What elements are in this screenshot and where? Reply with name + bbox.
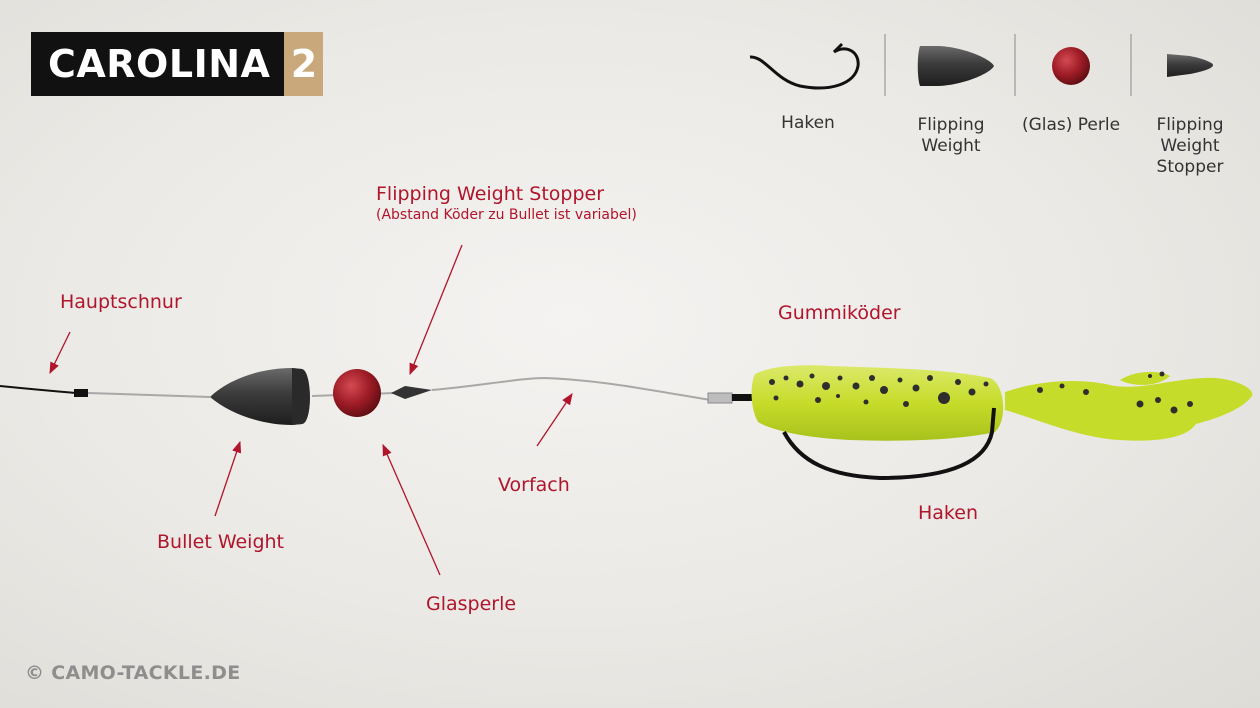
label-bead: Glasperle <box>426 593 517 615</box>
arrow-bullet <box>214 440 242 517</box>
label-stopper: Flipping Weight Stopper <box>376 183 605 205</box>
arrow-stopper <box>409 244 463 376</box>
label-stopper-note: (Abstand Köder zu Bullet ist variabel) <box>376 207 637 223</box>
hook-eye <box>732 394 756 401</box>
legend-hook-icon <box>749 42 860 90</box>
swivel <box>74 389 88 397</box>
label-soft-bait: Gummiköder <box>778 302 901 324</box>
label-main-line: Hauptschnur <box>60 291 182 313</box>
copyright: © CAMO-TACKLE.DE <box>25 662 241 684</box>
legend-flipping-weight-icon <box>917 46 994 86</box>
stopper <box>391 386 432 399</box>
soft-bait <box>751 365 1253 441</box>
legend-hook-label: Haken <box>781 113 835 133</box>
label-bullet-weight: Bullet Weight <box>157 531 285 553</box>
title-number: 2 <box>284 32 324 96</box>
title-text: CAROLINA <box>31 32 285 96</box>
bullet-weight <box>210 368 310 425</box>
glass-bead <box>333 369 381 417</box>
hook-bend <box>782 407 996 481</box>
legend-bead-icon <box>1052 47 1090 85</box>
line-wrap <box>707 392 733 404</box>
legend-stopper-icon <box>1167 54 1213 77</box>
label-hook: Haken <box>918 502 978 524</box>
arrow-main-line <box>49 331 71 375</box>
label-leader: Vorfach <box>498 474 570 496</box>
arrow-bead <box>382 443 441 576</box>
arrow-leader <box>536 393 573 447</box>
main-line <box>0 385 77 394</box>
title-banner: CAROLINA 2 <box>31 32 324 96</box>
legend-bead-label: (Glas) Perle <box>1021 115 1121 135</box>
